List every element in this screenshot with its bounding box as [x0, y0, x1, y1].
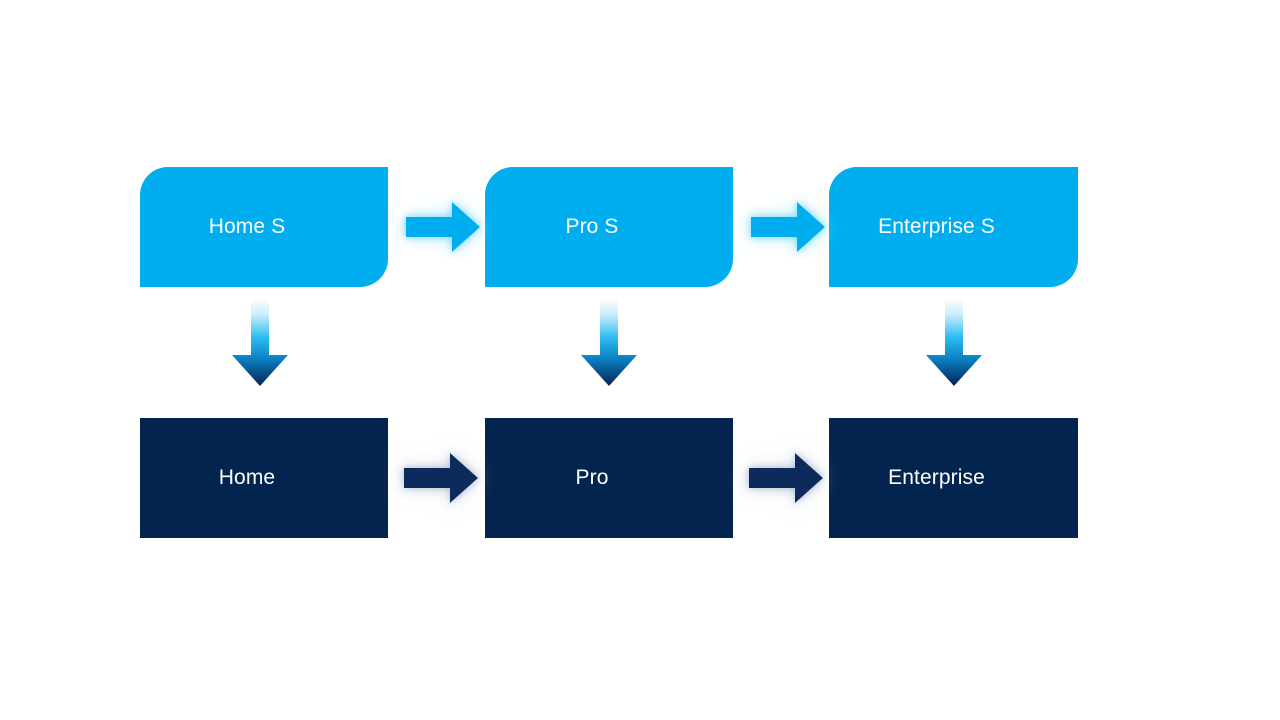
node-label: Enterprise S — [878, 215, 995, 239]
node-pro[interactable]: Pro — [485, 418, 733, 538]
node-label: Home — [218, 466, 276, 490]
arrow-right-icon-home-to-pro — [402, 450, 480, 506]
node-label: Pro — [575, 466, 609, 490]
node-home-s[interactable]: Home S — [140, 167, 388, 287]
arrow-right-icon-pro-to-enterprise — [747, 450, 825, 506]
node-label: Pro S — [565, 215, 619, 239]
node-enterprise-s[interactable]: Enterprise S — [829, 167, 1078, 287]
arrow-right-icon-pro-s-to-enterprise-s — [749, 199, 827, 255]
arrow-right-icon-home-s-to-pro-s — [404, 199, 482, 255]
arrow-down-icon-pro-s-to-pro — [578, 298, 640, 388]
node-enterprise[interactable]: Enterprise — [829, 418, 1078, 538]
node-home[interactable]: Home — [140, 418, 388, 538]
node-pro-s[interactable]: Pro S — [485, 167, 733, 287]
arrow-down-icon-enterprise-s-to-enterprise — [923, 298, 985, 388]
arrow-down-icon-home-s-to-home — [229, 298, 291, 388]
node-label: Home S — [208, 215, 286, 239]
node-label: Enterprise — [888, 466, 985, 490]
